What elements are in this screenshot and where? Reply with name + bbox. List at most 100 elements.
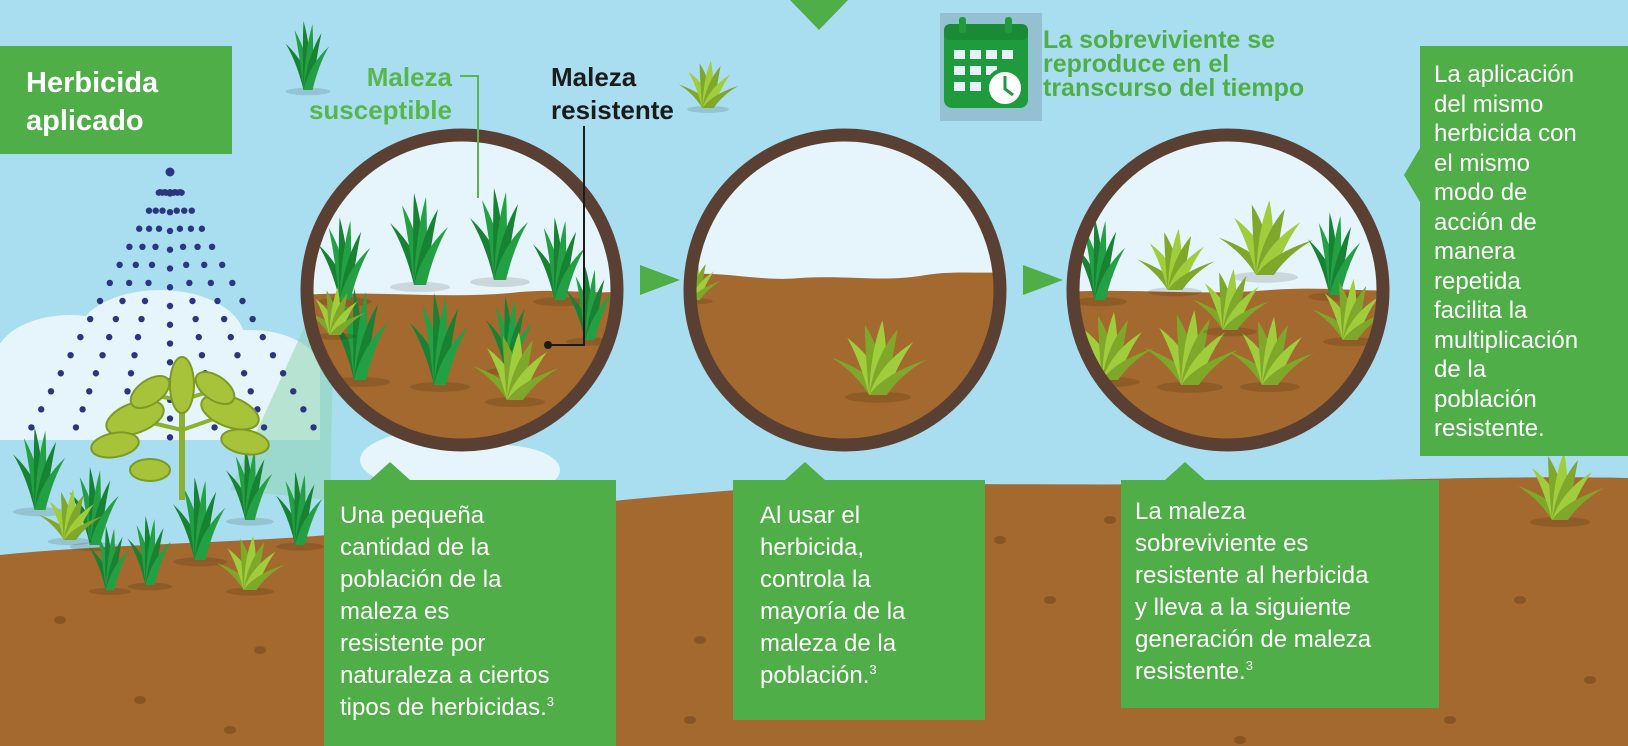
crop-plant-icon	[90, 356, 270, 500]
text-line-content: población.	[760, 662, 870, 689]
reference-superscript: 3	[546, 694, 555, 709]
text-line: población.3	[760, 660, 985, 692]
resistant-weed-icon	[473, 332, 559, 407]
top-notch	[790, 0, 848, 30]
text-line-content: sobreviviente es	[1135, 530, 1309, 557]
stage-2-circle	[683, 128, 1007, 452]
susceptible-weed-icon	[470, 188, 530, 287]
resistant-weed-icon	[1228, 317, 1314, 392]
title-line-2: aplicado	[26, 105, 144, 137]
text-line: resistente por	[340, 628, 616, 660]
text-line-content: resistente.	[1135, 658, 1246, 685]
text-line-content: tipos de herbicidas.	[340, 694, 547, 721]
text-line-content: modo de	[1434, 179, 1528, 206]
text-line: y lleva a la siguiente	[1135, 592, 1439, 624]
text-line: población	[1434, 385, 1628, 415]
susceptible-weed-icon	[285, 21, 331, 96]
text-line-content: facilita la	[1434, 297, 1528, 324]
text-line: controla la	[760, 564, 985, 596]
text-line-content: acción de	[1434, 208, 1537, 236]
text-line-content: del mismo	[1434, 90, 1544, 118]
text-line-content: mayoría de la	[760, 598, 906, 625]
susceptible-weed-icon	[410, 293, 470, 392]
caption-step-2-text: Al usar el herbicida, controla la mayoría d…	[760, 500, 985, 692]
text-line: mayoría de la	[760, 596, 985, 628]
reproduce-heading: La sobreviviente se reproduce en el tran…	[1043, 28, 1305, 102]
text-line-content: naturaleza a ciertos	[340, 662, 550, 689]
text-line: acción de	[1434, 208, 1628, 238]
susceptible-weed-icon	[1308, 212, 1362, 302]
caption-step-3: La maleza sobreviviente es resistente al h…	[1121, 480, 1439, 708]
reproduce-line-2: reproduce en el	[1043, 50, 1230, 78]
resistant-weed-icon	[678, 60, 739, 113]
text-line-content: maleza de la	[760, 630, 897, 657]
resistant-weed-icon	[1218, 200, 1314, 283]
text-line-content: multiplicación	[1434, 326, 1579, 354]
text-line: sobreviviente es	[1135, 528, 1439, 560]
text-line: resistente.3	[1135, 656, 1439, 688]
title-box: Herbicida aplicado	[0, 46, 232, 154]
text-line-content: resistente al herbicida	[1135, 562, 1369, 589]
text-line-content: manera	[1434, 238, 1516, 265]
text-line: Una pequeña	[340, 500, 616, 532]
stage-1-circle	[300, 128, 624, 452]
text-line: maleza de la	[760, 628, 985, 660]
label-resistant: Maleza resistente	[551, 61, 674, 127]
label-susceptible: Maleza susceptible	[282, 61, 452, 127]
susceptible-weed-icon	[390, 193, 450, 292]
reference-superscript: 3	[869, 662, 877, 677]
resistant-weed-icon	[1518, 452, 1604, 527]
susceptible-weed-icon	[13, 427, 67, 517]
susceptible-weed-icon	[173, 477, 227, 567]
text-line-content: resistente por	[340, 630, 486, 657]
text-line: naturaleza a ciertos	[340, 660, 616, 692]
text-line-content: herbicida,	[760, 534, 865, 561]
text-line: La maleza	[1135, 496, 1439, 528]
ground-weeds	[13, 427, 1604, 596]
text-line: población de la	[340, 564, 616, 596]
text-line-content: controla la	[760, 566, 871, 593]
susceptible-weed-icon	[226, 446, 274, 526]
label-resistant-line-2: resistente	[551, 95, 674, 125]
text-line-content: repetida	[1434, 267, 1521, 295]
stage-3-circle	[1066, 128, 1390, 452]
text-line-content: herbicida con	[1434, 120, 1577, 147]
text-line-content: Una pequeña	[340, 502, 485, 529]
text-line-content: La maleza	[1135, 498, 1246, 525]
resistant-weed-icon	[1137, 228, 1215, 297]
text-line: facilita la	[1434, 296, 1628, 326]
caption-pointer	[785, 462, 825, 480]
text-line-content: generación de maleza	[1135, 626, 1372, 653]
susceptible-weed-icon	[276, 471, 324, 551]
text-line-content: Al usar el	[760, 502, 861, 529]
resistant-weed-icon	[216, 535, 286, 596]
label-susceptible-line-1: Maleza	[366, 62, 452, 92]
label-resistant-line-1: Maleza	[551, 62, 637, 92]
susceptible-weed-icon	[89, 525, 131, 595]
text-line: resistente.	[1434, 414, 1628, 444]
text-line: herbicida,	[760, 532, 985, 564]
text-line-content: población de la	[340, 566, 502, 593]
herbicide-spray-icon	[28, 167, 317, 441]
text-line-content: el mismo	[1434, 149, 1531, 177]
text-line: herbicida con	[1434, 119, 1628, 149]
text-line: maleza es	[340, 596, 616, 628]
text-line: manera	[1434, 237, 1628, 267]
text-line-content: resistente.	[1434, 415, 1545, 442]
resistant-leader-dot	[544, 341, 552, 349]
text-line: del mismo	[1434, 90, 1628, 120]
text-line: Al usar el	[760, 500, 985, 532]
text-line: generación de maleza	[1135, 624, 1439, 656]
text-line-content: maleza es	[340, 598, 450, 625]
susceptible-weed-icon	[127, 516, 173, 591]
text-line: de la	[1434, 355, 1628, 385]
reproduce-line-3: transcurso del tiempo	[1043, 74, 1305, 102]
text-line-content: y lleva a la siguiente	[1135, 594, 1352, 621]
text-line: La aplicación	[1434, 60, 1628, 90]
resistant-weed-icon	[307, 287, 366, 340]
resistant-weed-icon	[1143, 310, 1239, 393]
